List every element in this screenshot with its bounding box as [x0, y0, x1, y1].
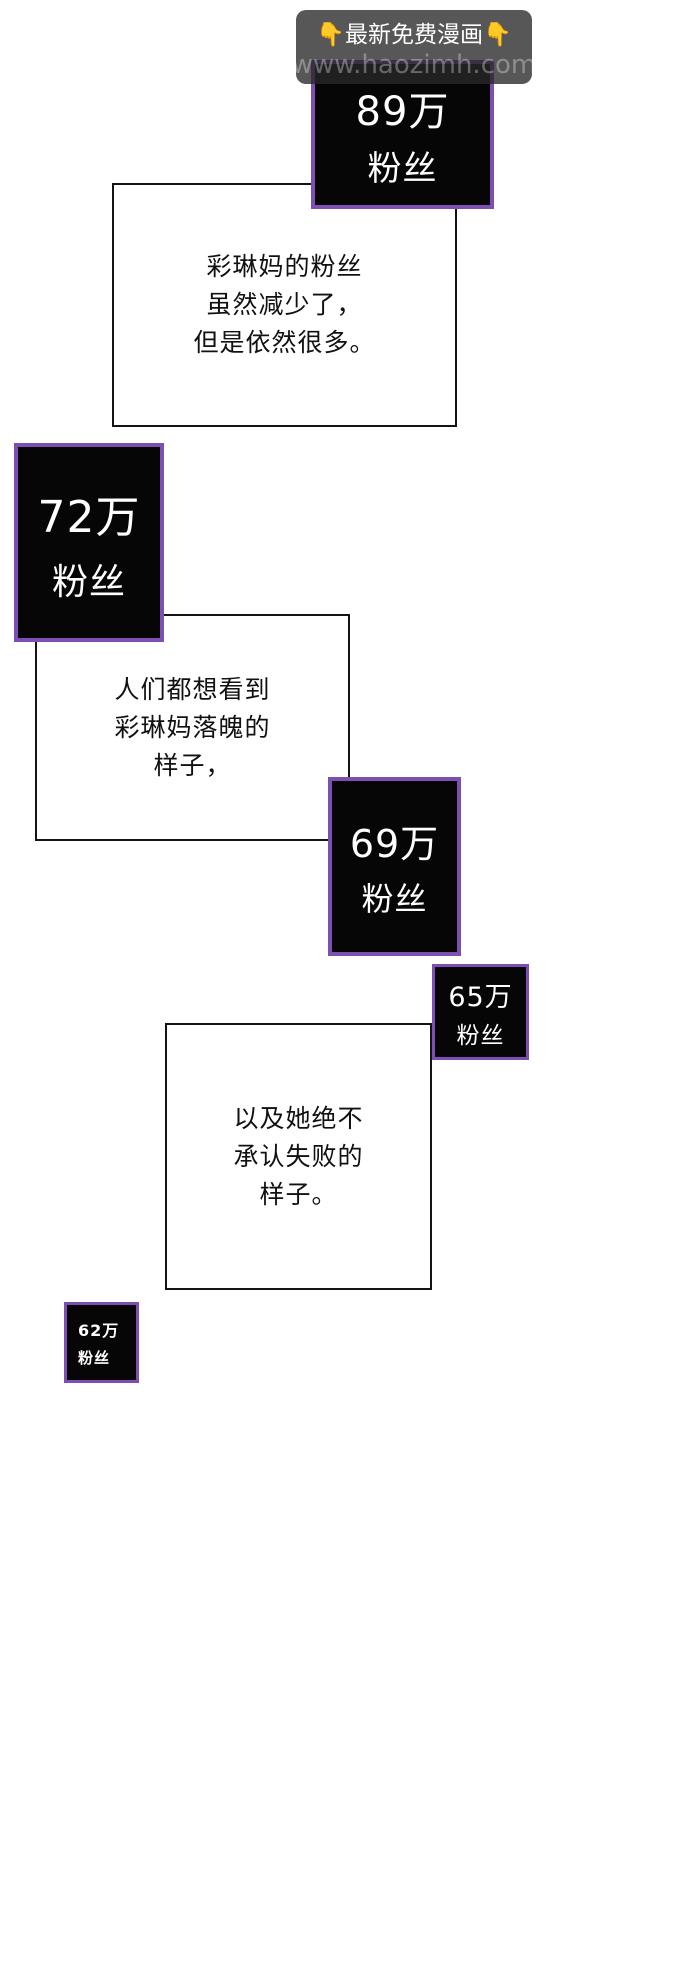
- follower-label: 粉丝: [361, 880, 428, 918]
- follower-label: 粉丝: [78, 1349, 111, 1367]
- speech-text-2: 人们都想看到 彩琳妈落魄的 样子，: [114, 671, 270, 785]
- speech-panel-1: 彩琳妈的粉丝 虽然减少了， 但是依然很多。: [112, 183, 457, 427]
- follower-badge-89: 89万 粉丝: [311, 60, 494, 209]
- follower-count: 89万: [355, 89, 450, 135]
- speech-1-line-1: 彩琳妈的粉丝: [206, 252, 363, 281]
- speech-text-3: 以及她绝不 承认失败的 样子。: [233, 1100, 363, 1214]
- ad-banner-text: 👇最新免费漫画👇: [316, 21, 512, 48]
- follower-count: 72万: [37, 491, 141, 543]
- speech-1-line-2: 虽然减少了，: [206, 290, 363, 319]
- speech-3-line-2: 承认失败的: [233, 1141, 364, 1171]
- follower-label: 粉丝: [367, 149, 438, 189]
- follower-badge-62: 62万 粉丝: [64, 1302, 139, 1383]
- speech-panel-2: 人们都想看到 彩琳妈落魄的 样子，: [35, 614, 350, 841]
- speech-2-line-1: 人们都想看到: [114, 674, 271, 704]
- speech-2-line-2: 彩琳妈落魄的: [114, 712, 271, 742]
- speech-text-1: 彩琳妈的粉丝 虽然减少了， 但是依然很多。: [193, 248, 375, 362]
- speech-3-line-3: 样子。: [259, 1179, 338, 1209]
- follower-count: 62万: [78, 1321, 120, 1340]
- ad-banner-url: www.haozimh.com: [291, 49, 537, 80]
- follower-badge-72: 72万 粉丝: [14, 443, 164, 642]
- speech-2-line-3: 样子，: [153, 750, 232, 780]
- follower-badge-65: 65万 粉丝: [432, 964, 529, 1060]
- follower-count: 65万: [448, 981, 513, 1013]
- follower-label: 粉丝: [51, 561, 126, 603]
- speech-1-line-3: 但是依然很多。: [193, 328, 376, 357]
- speech-3-line-1: 以及她绝不: [233, 1103, 364, 1133]
- ad-banner[interactable]: 👇最新免费漫画👇 www.haozimh.com: [292, 10, 536, 84]
- follower-label: 粉丝: [456, 1022, 505, 1049]
- follower-badge-69: 69万 粉丝: [328, 777, 461, 956]
- follower-count: 69万: [349, 822, 440, 866]
- speech-panel-3: 以及她绝不 承认失败的 样子。: [165, 1023, 432, 1290]
